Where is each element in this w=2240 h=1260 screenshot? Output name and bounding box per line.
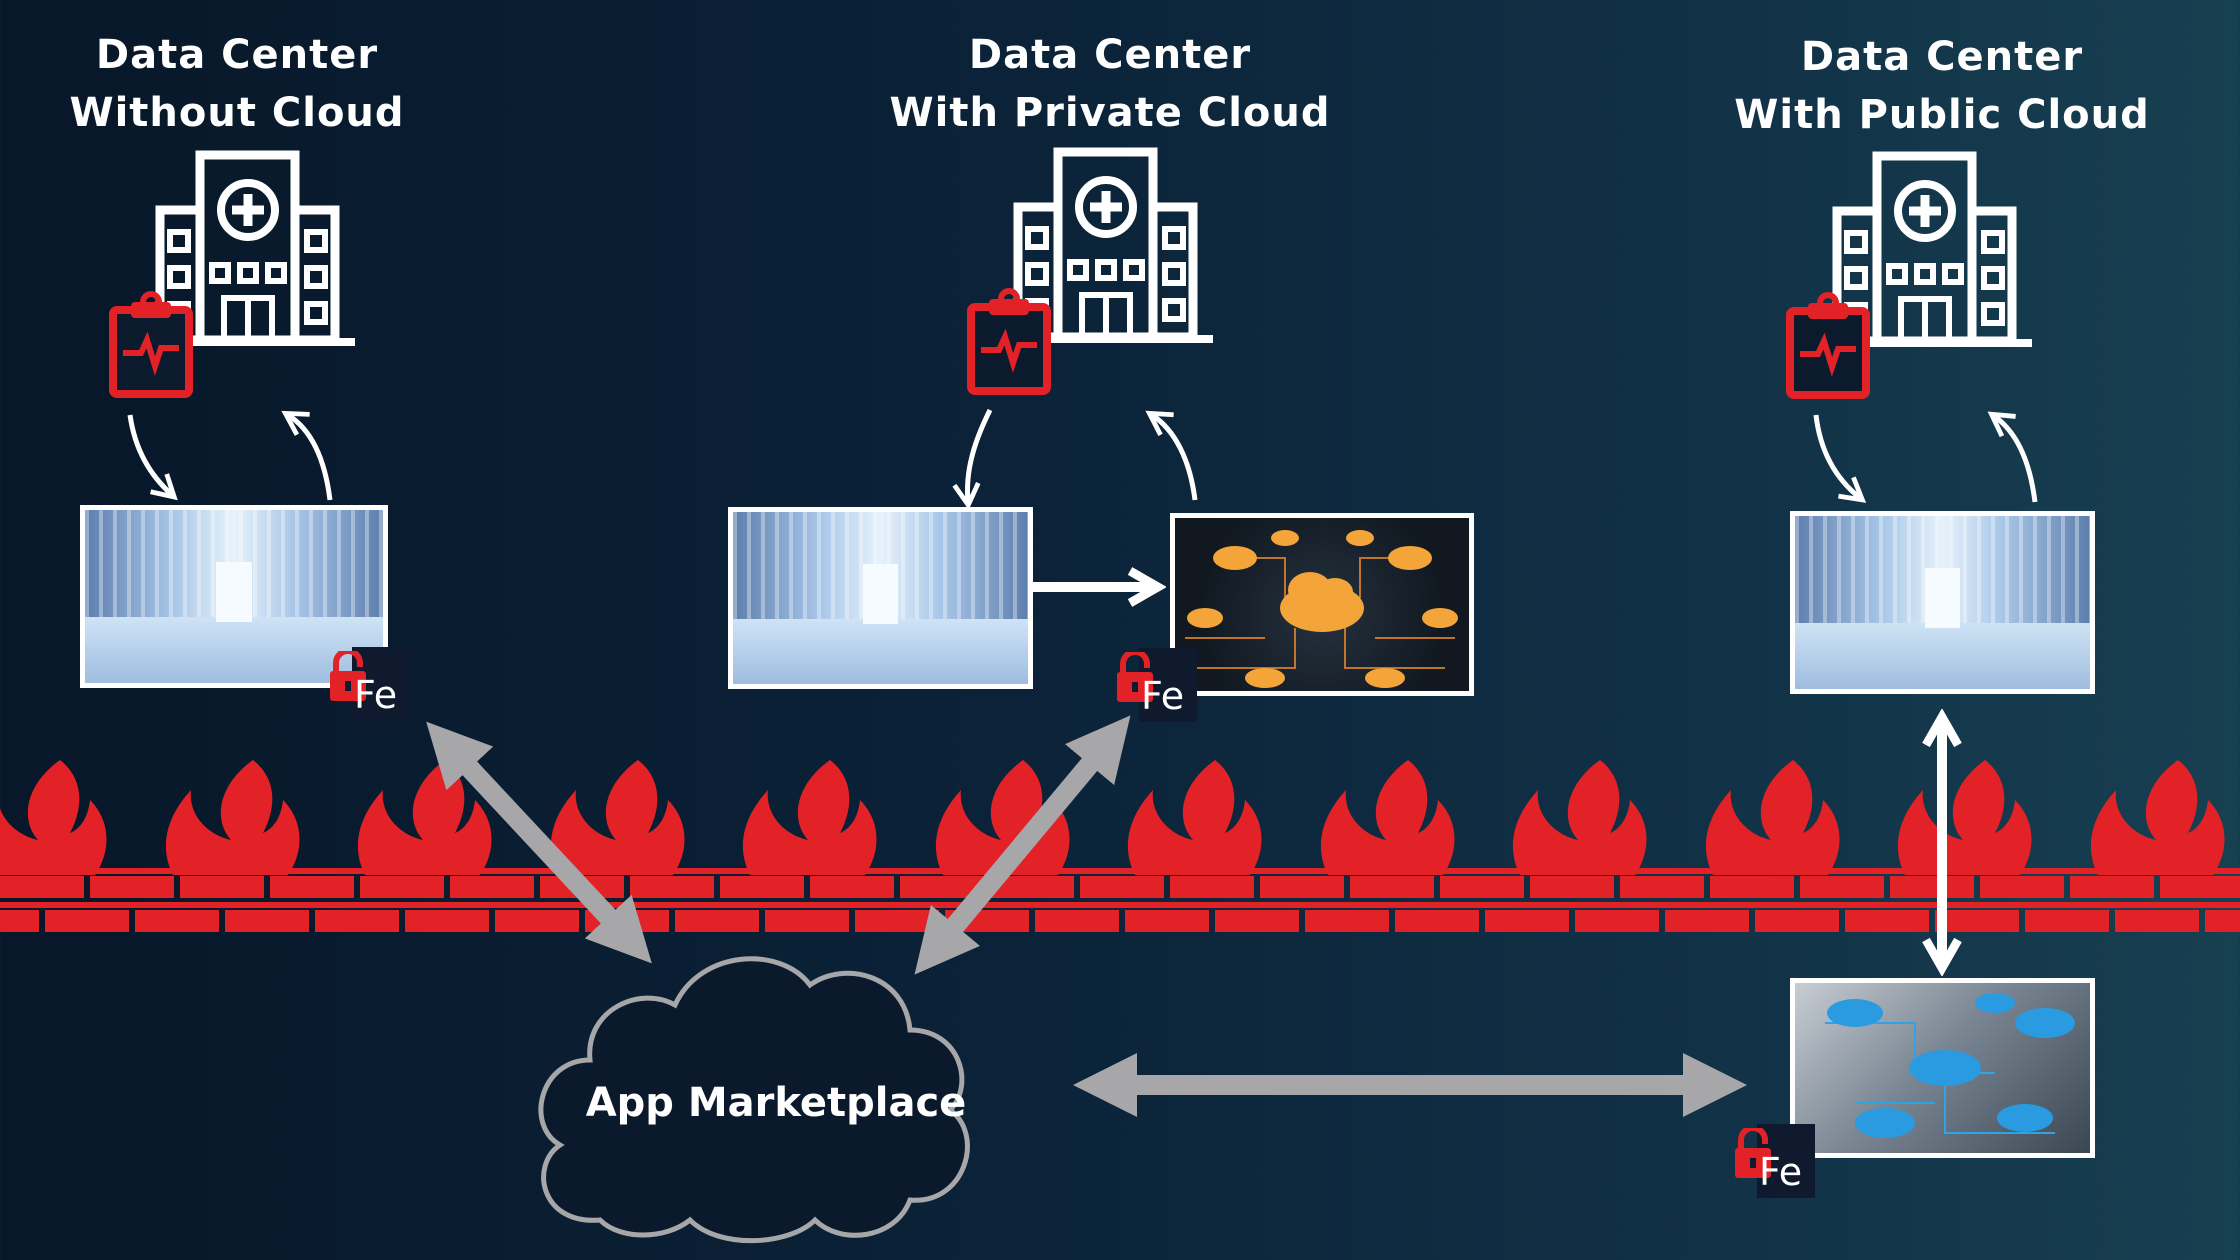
firewall-brick (1215, 910, 1299, 932)
firewall-brick (1800, 876, 1884, 898)
column-title-without-cloud: Data Center Without Cloud (0, 26, 537, 142)
firewall-brick (1485, 910, 1569, 932)
firewall-brick (90, 876, 174, 898)
fe-label: Fe (1141, 674, 1185, 718)
firewall-brick (1845, 910, 1929, 932)
public-cloud-image (1790, 978, 2095, 1158)
column-title-line2: With Private Cloud (889, 90, 1331, 136)
firewall-icon (0, 760, 2240, 932)
column-title-line1: Data Center (968, 32, 1252, 78)
datacenter-image (1790, 511, 2095, 694)
datacenter-image (80, 505, 388, 688)
medical-clipboard-icon (971, 291, 1047, 391)
firewall-brick (1260, 876, 1344, 898)
firewall-brick (1395, 910, 1479, 932)
firewall-brick (720, 876, 804, 898)
medical-clipboard-icon (1790, 295, 1866, 395)
flow-arrow-down (952, 408, 993, 510)
fe-label: Fe (1759, 1150, 1803, 1194)
firewall-brick (2115, 910, 2199, 932)
connection-arrow (426, 721, 652, 964)
firewall-brick (1035, 910, 1119, 932)
firewall-brick (2070, 876, 2154, 898)
firewall-brick (1665, 910, 1749, 932)
connection-arrow (914, 715, 1131, 975)
flow-arrow-down (1813, 414, 1867, 503)
private-cloud-image (1170, 513, 1474, 696)
firewall-brick (675, 910, 759, 932)
firewall-brick (1170, 876, 1254, 898)
firewall-brick (2205, 910, 2240, 932)
firewall-brick (0, 910, 39, 932)
column-title-private-cloud: Data Center With Private Cloud (810, 26, 1410, 142)
fe-badge: Fe (1117, 648, 1197, 722)
firewall-brick (1935, 910, 2019, 932)
firewall-brick (1440, 876, 1524, 898)
firewall-brick (1710, 876, 1794, 898)
firewall-brick (1575, 910, 1659, 932)
firewall-brick (1080, 876, 1164, 898)
firewall-brick (1305, 910, 1389, 932)
firewall-brick (405, 910, 489, 932)
fe-label: Fe (354, 673, 398, 717)
firewall-brick (1980, 876, 2064, 898)
fe-badge: Fe (330, 647, 410, 721)
firewall-brick (450, 876, 534, 898)
firewall-brick (2025, 910, 2109, 932)
firewall-brick (630, 876, 714, 898)
flow-arrow-up (281, 410, 333, 501)
flow-arrow-down (127, 414, 178, 501)
firewall-brick (270, 876, 354, 898)
firewall-brick (45, 910, 129, 932)
column-title-line1: Data Center (1800, 34, 2084, 80)
column-title-line2: With Public Cloud (1734, 92, 2150, 138)
firewall-brick (2160, 876, 2240, 898)
firewall-brick (360, 876, 444, 898)
firewall-brick (1620, 876, 1704, 898)
firewall-brick (0, 876, 84, 898)
firewall-brick (810, 876, 894, 898)
medical-clipboard-icon (113, 294, 189, 394)
cloud-icon (538, 956, 970, 1244)
firewall-brick (1125, 910, 1209, 932)
flow-arrow-up (1145, 410, 1198, 501)
firewall-brick (1890, 876, 1974, 898)
datacenter-image (728, 507, 1033, 689)
firewall-brick (1530, 876, 1614, 898)
firewall-brick (315, 910, 399, 932)
app-marketplace-label: App Marketplace (585, 1080, 967, 1126)
firewall-brick (135, 910, 219, 932)
firewall-brick (1350, 876, 1434, 898)
firewall-brick (180, 876, 264, 898)
fe-badge: Fe (1735, 1124, 1815, 1198)
column-title-public-cloud: Data Center With Public Cloud (1642, 28, 2240, 144)
firewall-brick (765, 910, 849, 932)
firewall-brick (495, 910, 579, 932)
column-title-line1: Data Center (95, 32, 379, 78)
flow-arrow-up (1987, 411, 2038, 503)
column-title-line2: Without Cloud (69, 90, 405, 136)
firewall-brick (1755, 910, 1839, 932)
firewall-brick (225, 910, 309, 932)
firewall-brick (855, 910, 939, 932)
